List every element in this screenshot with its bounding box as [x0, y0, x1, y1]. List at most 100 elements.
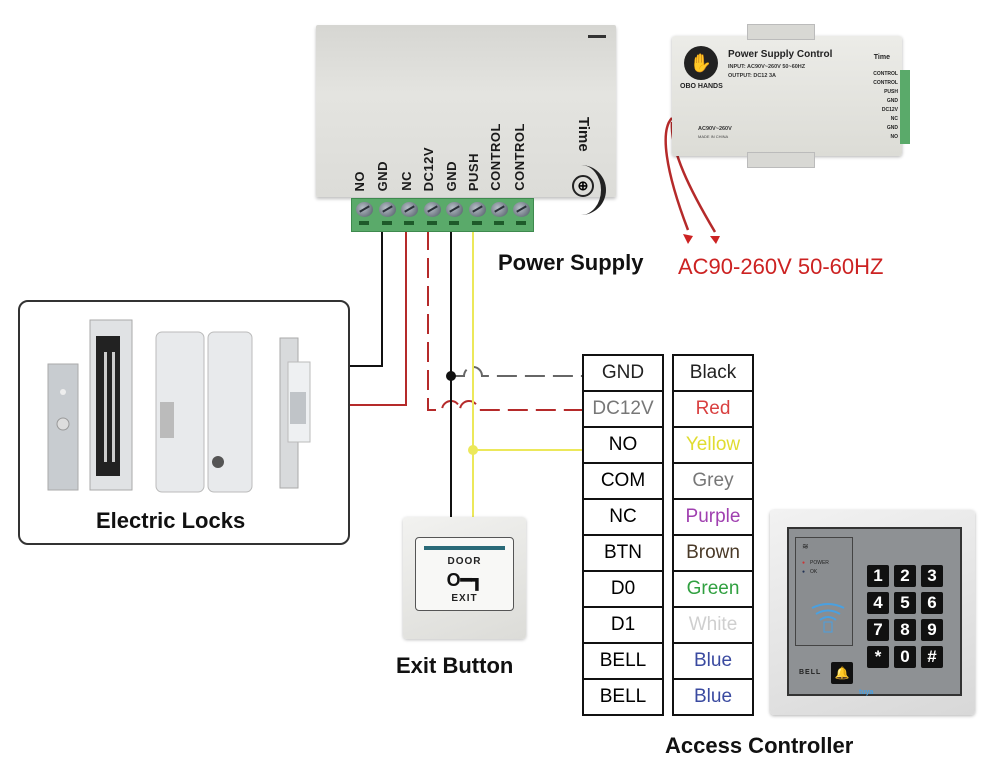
color-cell: Red — [674, 392, 752, 428]
arrow-icon — [683, 234, 693, 244]
made-in-label: MADE IN CHINA — [698, 134, 729, 139]
terminal-label: DC12V — [881, 107, 898, 113]
product-title: Power Supply Control — [728, 49, 833, 60]
screw-icon — [491, 202, 508, 217]
key-2[interactable]: 2 — [894, 565, 916, 587]
exit-button-device: DOOR O━┓ EXIT — [403, 517, 526, 639]
terminal-label-nc: NC — [399, 171, 414, 191]
arrow-icon — [710, 236, 720, 244]
key-9[interactable]: 9 — [921, 619, 943, 641]
power-supply-unit: NO GND NC DC12V GND PUSH CONTROL CONTROL… — [316, 25, 616, 215]
screw-icon — [424, 202, 441, 217]
key-1[interactable]: 1 — [867, 565, 889, 587]
brand-logo-text: OBO HANDS — [680, 83, 723, 90]
ok-led-label: OK — [810, 569, 818, 575]
terminal-label: CONTROL — [873, 80, 898, 86]
bolt-lock-right — [207, 331, 253, 493]
signal-cell: BTN — [584, 536, 662, 572]
signal-cell: GND — [584, 356, 662, 392]
indicator-bar — [424, 546, 505, 550]
terminal-label: GND — [886, 125, 898, 131]
exit-button-label: Exit Button — [396, 653, 514, 678]
signal-cell: DC12V — [584, 392, 662, 428]
brand-logo: tuya — [859, 689, 874, 696]
key-5[interactable]: 5 — [894, 592, 916, 614]
mounting-tab — [747, 24, 815, 40]
color-cell: Brown — [674, 536, 752, 572]
terminal-label-gnd: GND — [375, 160, 390, 191]
terminal-label: PUSH — [884, 89, 898, 95]
magnet-core — [96, 336, 120, 476]
terminal-label-dc12v: DC12V — [421, 146, 436, 191]
access-controller-label: Access Controller — [665, 733, 854, 758]
wire-gnd-to-lock — [348, 230, 383, 367]
terminal-block — [351, 198, 534, 232]
color-cell: Grey — [674, 464, 752, 500]
key-8[interactable]: 8 — [894, 619, 916, 641]
strike-bolt — [290, 392, 306, 424]
color-cell: Green — [674, 572, 752, 608]
bell-icon[interactable]: 🔔 — [831, 662, 853, 684]
terminal-label: NC — [890, 116, 898, 122]
wire-nc-to-lock — [348, 230, 407, 406]
ok-led-icon: ● — [802, 569, 806, 575]
terminal-label: NO — [890, 134, 899, 140]
pin-marker — [516, 221, 526, 225]
terminal-label-control-2: CONTROL — [512, 123, 527, 191]
terminal-strip — [900, 70, 910, 144]
color-cell: Black — [674, 356, 752, 392]
screw-icon — [469, 202, 486, 217]
color-cell: Blue — [674, 644, 752, 680]
bell-label: BELL — [799, 669, 822, 676]
time-arc-icon — [571, 165, 606, 215]
signal-cell: COM — [584, 464, 662, 500]
color-table: Black Red Yellow Grey Purple Brown Green… — [672, 354, 754, 716]
signal-cell: NC — [584, 500, 662, 536]
key-7[interactable]: 7 — [867, 619, 889, 641]
pin-marker — [427, 221, 437, 225]
key-4[interactable]: 4 — [867, 592, 889, 614]
magnet-stripe — [112, 352, 115, 462]
color-cell: Yellow — [674, 428, 752, 464]
signal-cell: BELL — [584, 644, 662, 680]
key-6[interactable]: 6 — [921, 592, 943, 614]
pin-marker — [382, 221, 392, 225]
color-cell: White — [674, 608, 752, 644]
time-label-small: Time — [873, 54, 890, 61]
color-cell: Blue — [693, 686, 733, 707]
vent-notch — [588, 25, 606, 38]
input-spec: INPUT: AC90V~260V 50~60HZ — [728, 64, 806, 70]
junction-gnd — [446, 371, 456, 381]
electric-locks-panel: Electric Locks — [18, 300, 350, 545]
access-controller-device: ≋ ● POWER ● OK BELL 🔔 1 2 3 4 5 6 7 8 9 … — [770, 510, 975, 715]
terminal-label-gnd-2: GND — [444, 160, 459, 191]
plate-screw — [56, 417, 70, 431]
color-cell: Purple — [674, 500, 752, 536]
magnet-stripe — [104, 352, 107, 462]
key-3[interactable]: 3 — [921, 565, 943, 587]
signal-cell: D0 — [584, 572, 662, 608]
rfid-icon — [811, 603, 845, 633]
pin-marker — [404, 221, 414, 225]
ac-rating: AC90V~260V — [698, 126, 732, 132]
terminal-label-control: CONTROL — [488, 123, 503, 191]
keypad-face: ≋ ● POWER ● OK BELL 🔔 1 2 3 4 5 6 7 8 9 … — [787, 527, 962, 696]
key-star[interactable]: * — [867, 646, 889, 668]
signal-cell: D1 — [584, 608, 662, 644]
plate-hole — [60, 389, 66, 395]
terminal-label: GND — [886, 98, 898, 104]
junction-push — [468, 445, 478, 455]
key-0[interactable]: 0 — [894, 646, 916, 668]
mounting-tab — [747, 152, 815, 168]
exit-text: EXIT — [451, 593, 478, 604]
key-hash[interactable]: # — [921, 646, 943, 668]
terminal-label-no: NO — [352, 170, 367, 192]
door-text: DOOR — [447, 556, 482, 567]
wire-gnd-to-controller — [451, 366, 583, 377]
screw-icon — [401, 202, 418, 217]
ac-wire-1 — [664, 117, 690, 231]
output-spec: OUTPUT: DC12 3A — [728, 73, 776, 79]
signal-cell: NO — [584, 428, 662, 464]
exit-button-face: DOOR O━┓ EXIT — [415, 537, 514, 611]
screw-icon — [513, 202, 530, 217]
